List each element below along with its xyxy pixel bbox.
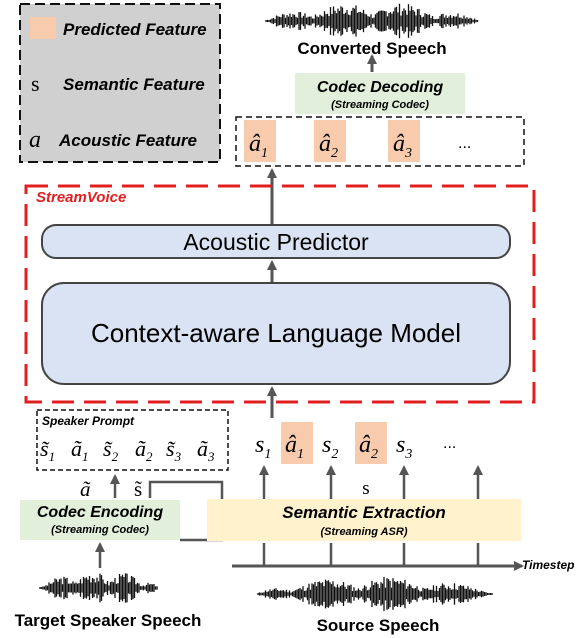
codec-encoding-sub: (Streaming Codec): [51, 524, 149, 536]
codec-encoding-title: Codec Encoding: [37, 504, 163, 521]
semantic-extraction-box: Semantic Extraction (Streaming ASR): [207, 499, 521, 541]
language-model-label: Context-aware Language Model: [91, 318, 461, 348]
predicted-bg: [281, 422, 313, 464]
prompt-token: ã2: [135, 436, 153, 464]
legend-semantic-label: Semantic Feature: [63, 75, 205, 94]
acoustic-predictor-box: [41, 224, 511, 259]
codec-decoding-sub: (Streaming Codec): [331, 99, 429, 111]
legend-acoustic-label: Acoustic Feature: [58, 131, 197, 150]
output-ellipsis: ...: [458, 135, 471, 152]
prompt-token: s̃2: [103, 436, 119, 464]
legend-predicted-label: Predicted Feature: [63, 20, 207, 39]
speaker-prompt-box: Speaker Prompt s̃1 ã1 s̃2 ã2 s̃3 ã3: [36, 409, 229, 471]
stream-token: s2: [322, 432, 338, 462]
output-token: â1: [249, 131, 268, 161]
source-speech-waveform: [257, 576, 493, 612]
converted-speech-label: Converted Speech: [297, 39, 446, 58]
stream-token: s1: [255, 432, 271, 462]
prompt-token: s̃1: [40, 436, 55, 464]
source-speech-label: Source Speech: [317, 616, 440, 635]
speaker-prompt-label: Speaker Prompt: [42, 414, 135, 428]
semantic-mid-symbol: s: [362, 478, 369, 499]
prompt-token: s̃3: [166, 436, 182, 464]
stream-token: â1: [285, 432, 304, 462]
target-speech-waveform: [39, 573, 158, 603]
target-speaker-speech-label: Target Speaker Speech: [15, 611, 202, 630]
stream-token: s3: [396, 432, 412, 462]
codec-semantic-token: s̃: [134, 477, 142, 501]
output-token: â2: [319, 131, 338, 161]
semantic-extraction-sub: (Streaming ASR): [321, 526, 408, 538]
streamvoice-label: StreamVoice: [36, 189, 126, 206]
codec-decoding-title: Codec Decoding: [317, 79, 443, 96]
predicted-swatch: [30, 17, 56, 39]
codec-acoustic-token: ã: [80, 477, 91, 501]
stream-token-row: s1 â1 s2 â2 s3 ...: [255, 422, 456, 464]
legend-acoustic-symbol: a: [29, 127, 41, 153]
codec-decoding-box: Codec Decoding (Streaming Codec): [295, 73, 465, 114]
language-model-box: [41, 282, 511, 385]
legend: Predicted Feature s Semantic Feature a A…: [19, 3, 221, 163]
stream-ellipsis: ...: [443, 435, 456, 452]
predicted-bg: [355, 422, 387, 464]
prompt-token: ã1: [71, 436, 89, 464]
output-token-box: â1 â2 â3 ...: [235, 116, 525, 167]
timestep-label: Timestep: [522, 558, 574, 572]
acoustic-predictor-label: Acoustic Predictor: [183, 229, 369, 255]
output-token: â3: [393, 131, 412, 161]
semantic-extraction-title: Semantic Extraction: [282, 503, 445, 522]
legend-semantic-symbol: s: [31, 71, 40, 96]
stream-token: â2: [359, 432, 378, 462]
prompt-token: ã3: [197, 436, 215, 464]
streamvoice-box: StreamVoice Acoustic Predictor Context-a…: [24, 184, 536, 404]
converted-speech-waveform: [265, 3, 479, 39]
codec-encoding-box: Codec Encoding (Streaming Codec): [20, 500, 180, 540]
